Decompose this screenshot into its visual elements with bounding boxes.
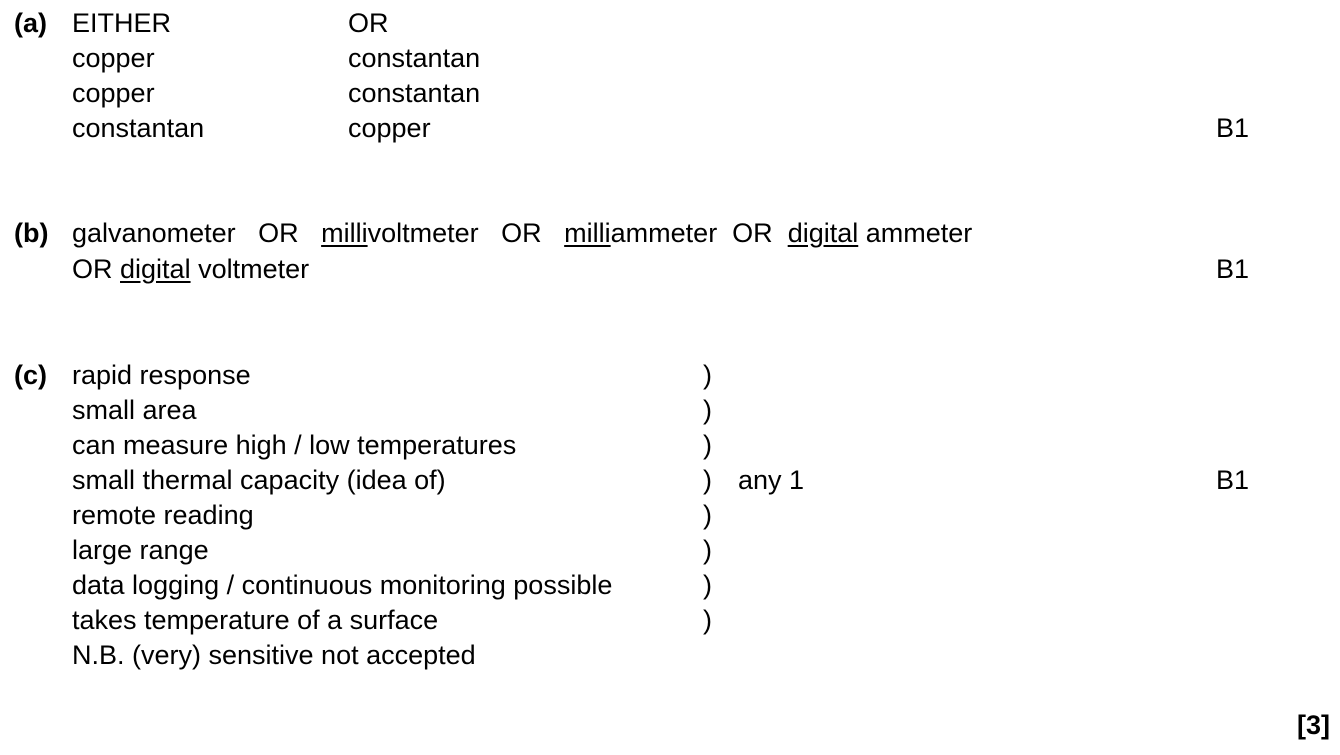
part-b-label: (b) <box>14 218 49 248</box>
row1-or: constantan <box>348 43 481 73</box>
part-b-mark: B1 <box>1216 254 1250 284</box>
criterion-item: can measure high / low temperatures <box>72 430 517 460</box>
part-c-label: (c) <box>14 360 47 390</box>
criterion-item: data logging / continuous monitoring pos… <box>72 570 613 600</box>
bracket: ) <box>703 395 712 425</box>
criterion-item: remote reading <box>72 500 254 530</box>
underlined-text: milli <box>564 218 611 248</box>
underlined-text: digital <box>120 254 191 284</box>
row3-or: copper <box>348 113 431 143</box>
bracket: ) <box>703 465 712 495</box>
row2-either: copper <box>72 78 155 108</box>
bracket: ) <box>703 570 712 600</box>
text: voltmeter <box>190 254 310 284</box>
criterion-item: small thermal capacity (idea of) <box>72 465 446 495</box>
row2-or: constantan <box>348 78 481 108</box>
part-c-mark: B1 <box>1216 465 1250 495</box>
part-b-line2: OR digital voltmeter <box>72 253 309 285</box>
underlined-text: milli <box>321 218 368 248</box>
underlined-text: digital <box>787 218 859 248</box>
criterion-item: small area <box>72 395 197 425</box>
bracket: ) <box>703 535 712 565</box>
text: galvanometer OR <box>72 218 322 248</box>
bracket: ) <box>703 500 712 530</box>
footnote: N.B. (very) sensitive not accepted <box>72 640 476 670</box>
part-a-label: (a) <box>14 8 47 38</box>
total-marks: [3] <box>1297 710 1330 740</box>
criterion-item: takes temperature of a surface <box>72 605 439 635</box>
bracket: ) <box>703 605 712 635</box>
bracket: ) <box>703 360 712 390</box>
text: voltmeter OR <box>367 218 565 248</box>
text: ammeter <box>858 218 973 248</box>
either-heading: EITHER <box>72 8 172 38</box>
or-heading: OR <box>348 8 389 38</box>
bracket: ) <box>703 430 712 460</box>
criterion-item: large range <box>72 535 209 565</box>
row3-either: constantan <box>72 113 205 143</box>
any-one-note: any 1 <box>738 465 805 495</box>
row1-either: copper <box>72 43 155 73</box>
text: ammeter OR <box>610 218 788 248</box>
criterion-item: rapid response <box>72 360 251 390</box>
part-b-line1: galvanometer OR millivoltmeter OR millia… <box>72 217 972 249</box>
part-a-mark: B1 <box>1216 113 1250 143</box>
text: OR <box>72 254 121 284</box>
